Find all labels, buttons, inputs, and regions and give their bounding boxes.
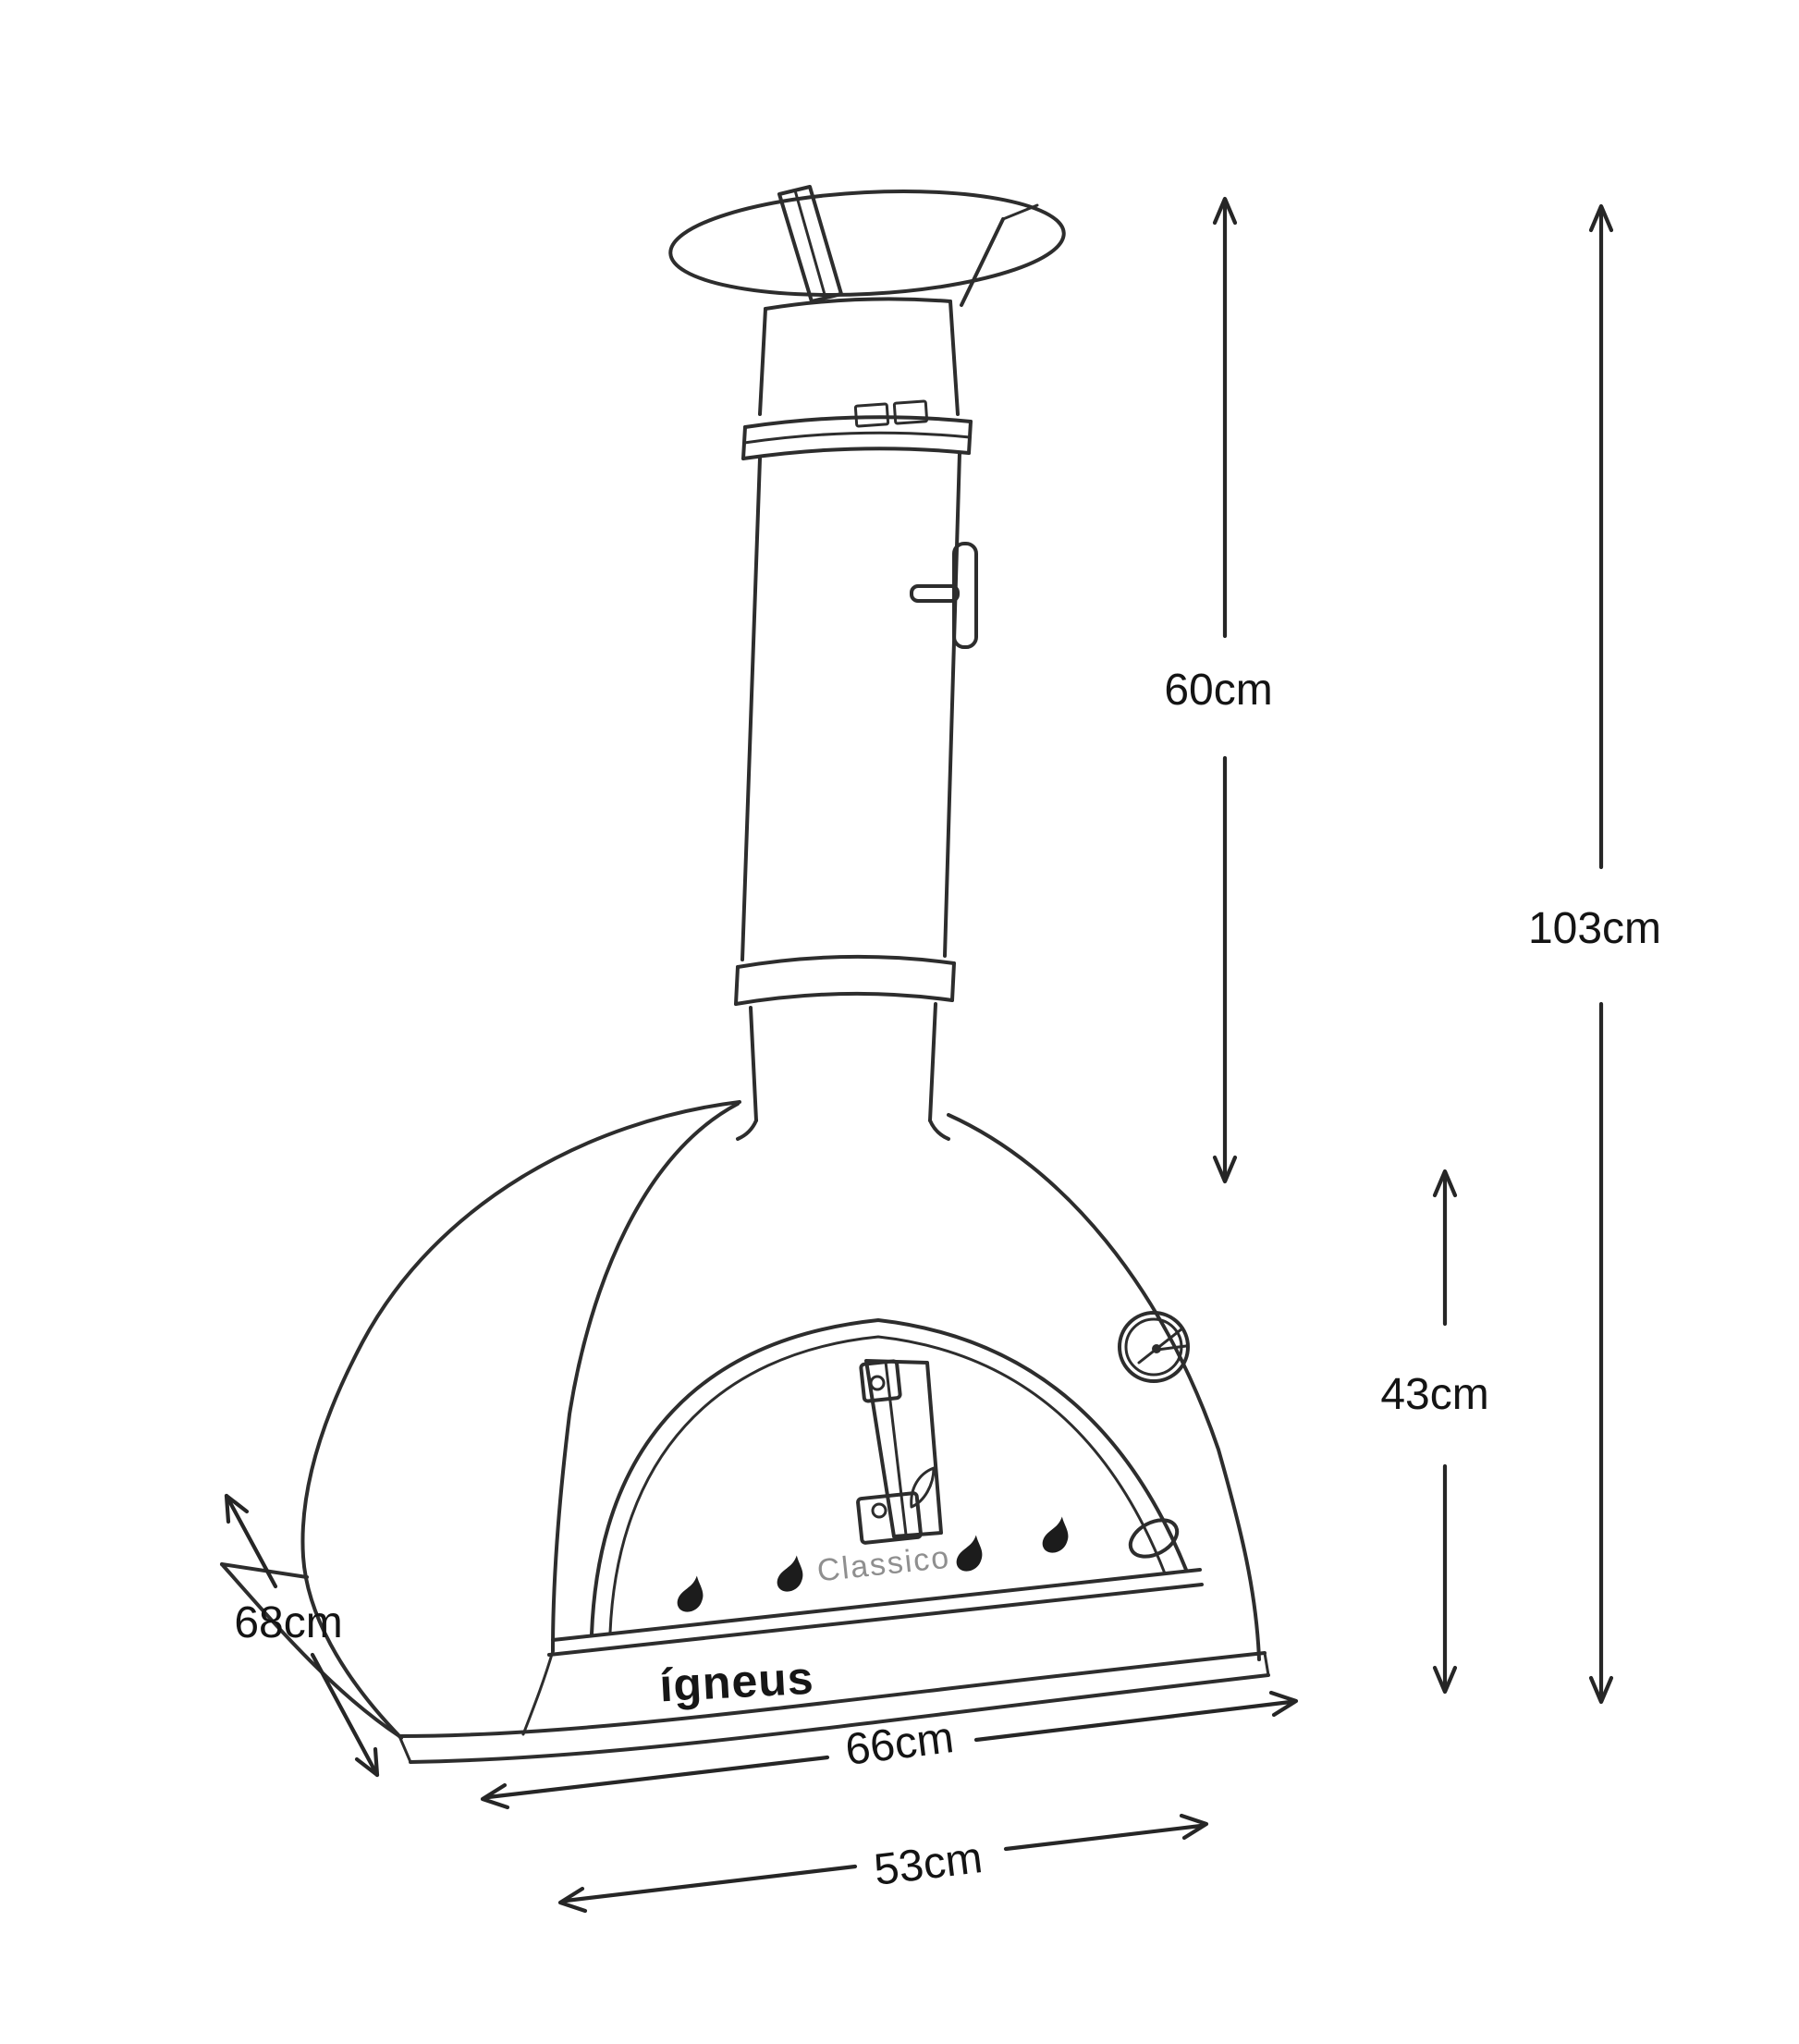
dimension-line (485, 1755, 830, 1800)
flue-band-bottom (734, 991, 954, 1006)
chimney-top-left-edge (758, 307, 767, 416)
dimension-label: 53cm (872, 1833, 985, 1895)
dome-face-arch-left (551, 1102, 740, 1653)
dimension-label: 68cm (234, 1598, 342, 1647)
flue-left-edge (749, 1006, 758, 1122)
damper-handle-stem (910, 584, 960, 603)
arrow-up-left-icon (224, 1493, 250, 1524)
chimney-collar-mid (742, 431, 972, 445)
dimension-chimney-height: 60cm (1164, 196, 1273, 1184)
dome-face-arch-right (947, 1113, 1261, 1661)
dimension-label: 103cm (1528, 904, 1661, 953)
flue-band-top (736, 954, 956, 969)
dimension-label: 43cm (1380, 1370, 1488, 1419)
handle-top-screw (869, 1375, 886, 1391)
arrow-up-icon (1432, 1169, 1458, 1198)
oven-door: Classico ígneus (547, 1311, 1204, 1712)
handle-bottom-screw (871, 1502, 887, 1519)
rain-cap-support-strut (960, 217, 1005, 307)
dimension-dome-height: 43cm (1380, 1169, 1489, 1695)
arrow-down-icon (1432, 1665, 1458, 1695)
collar-clip-right (892, 399, 929, 425)
chimney-top-rim (764, 297, 952, 311)
flame-icon (777, 1555, 803, 1592)
chimney-collar-left-cap (741, 425, 747, 460)
door-arch-inner (608, 1335, 1167, 1634)
arrow-up-icon (1212, 196, 1238, 226)
rain-cap-rim-fold (1001, 203, 1039, 221)
flame-icon (956, 1535, 983, 1572)
door-decoration-row: Classico (677, 1516, 1180, 1612)
arrow-right-icon (1268, 1690, 1299, 1718)
base-left-cap (398, 1734, 412, 1764)
dimension-line (224, 1493, 278, 1589)
arrow-down-right-icon (354, 1746, 380, 1778)
flue-band-right-cap (950, 961, 956, 1002)
flue-band-left-cap (734, 965, 740, 1006)
thermometer-gauge (1118, 1311, 1190, 1383)
dimension-line (563, 1864, 858, 1903)
dome (300, 1100, 1261, 1740)
dimension-line (310, 1652, 380, 1778)
chimney-collar-bottom (741, 447, 971, 460)
leaf-icon (910, 1466, 936, 1509)
rain-cap-finial-inner-line (793, 189, 827, 300)
chimney-top-right-edge (948, 300, 960, 416)
base-front-top-edge (398, 1651, 1267, 1738)
model-label: Classico (815, 1540, 952, 1589)
base-left-edge (220, 1562, 401, 1738)
chimney-barrel-left-edge (740, 457, 762, 961)
dimension-total-height: 103cm (1528, 203, 1661, 1705)
dimension-depth: 68cm (224, 1493, 380, 1778)
flue-left-flare (736, 1119, 758, 1141)
arrow-left-icon (557, 1886, 588, 1914)
base-front-bottom-edge (409, 1673, 1270, 1764)
flue-right-flare (928, 1119, 950, 1141)
arrow-down-icon (1212, 1155, 1238, 1184)
arrow-down-icon (1588, 1675, 1614, 1705)
collar-clip-left (853, 402, 890, 428)
chimney (734, 297, 978, 1141)
dome-face-apron-left-edge (521, 1649, 555, 1736)
flame-icon (677, 1575, 704, 1612)
door-handle (856, 1359, 943, 1545)
damper-handle-grip (952, 542, 978, 649)
brand-logo: ígneus (658, 1652, 815, 1712)
oval-peel-icon (1128, 1518, 1180, 1559)
damper-handle (910, 542, 978, 649)
handle-bar-inner-line (884, 1360, 908, 1536)
door-sill-bottom-line (547, 1583, 1204, 1657)
flue-right-edge (928, 1002, 937, 1122)
dimension-label: 60cm (1164, 666, 1272, 715)
arrow-right-icon (1179, 1813, 1209, 1841)
chimney-collar-top (743, 415, 973, 429)
dimension-base-width: 53cm (557, 1813, 1209, 1914)
thermometer-outer-ring (1118, 1311, 1190, 1383)
base-slab (220, 1562, 1270, 1764)
dimension-line (973, 1699, 1293, 1743)
dome-outer-silhouette (300, 1100, 741, 1740)
arrow-left-icon (480, 1782, 510, 1810)
door-sill-top-line (551, 1568, 1202, 1642)
arrow-up-icon (1588, 203, 1614, 233)
thermometer-hub (1152, 1344, 1161, 1353)
chimney-collar-right-cap (967, 420, 973, 455)
rain-cap-ellipse (668, 189, 1066, 298)
chimney-barrel-right-edge (943, 451, 961, 958)
flame-icon (1042, 1516, 1069, 1553)
base-back-edge (220, 1562, 309, 1579)
thermometer-needle (1137, 1327, 1184, 1365)
chimney-rain-cap (668, 185, 1066, 307)
thermometer-needle-tail (1156, 1344, 1188, 1352)
handle-bar (864, 1359, 943, 1538)
oven-drawing: Classico ígneus (220, 185, 1270, 1764)
rain-cap-finial-rod (777, 185, 843, 303)
door-arch-outer (590, 1318, 1188, 1636)
base-right-cap (1263, 1651, 1270, 1677)
dimension-line (1003, 1823, 1204, 1852)
